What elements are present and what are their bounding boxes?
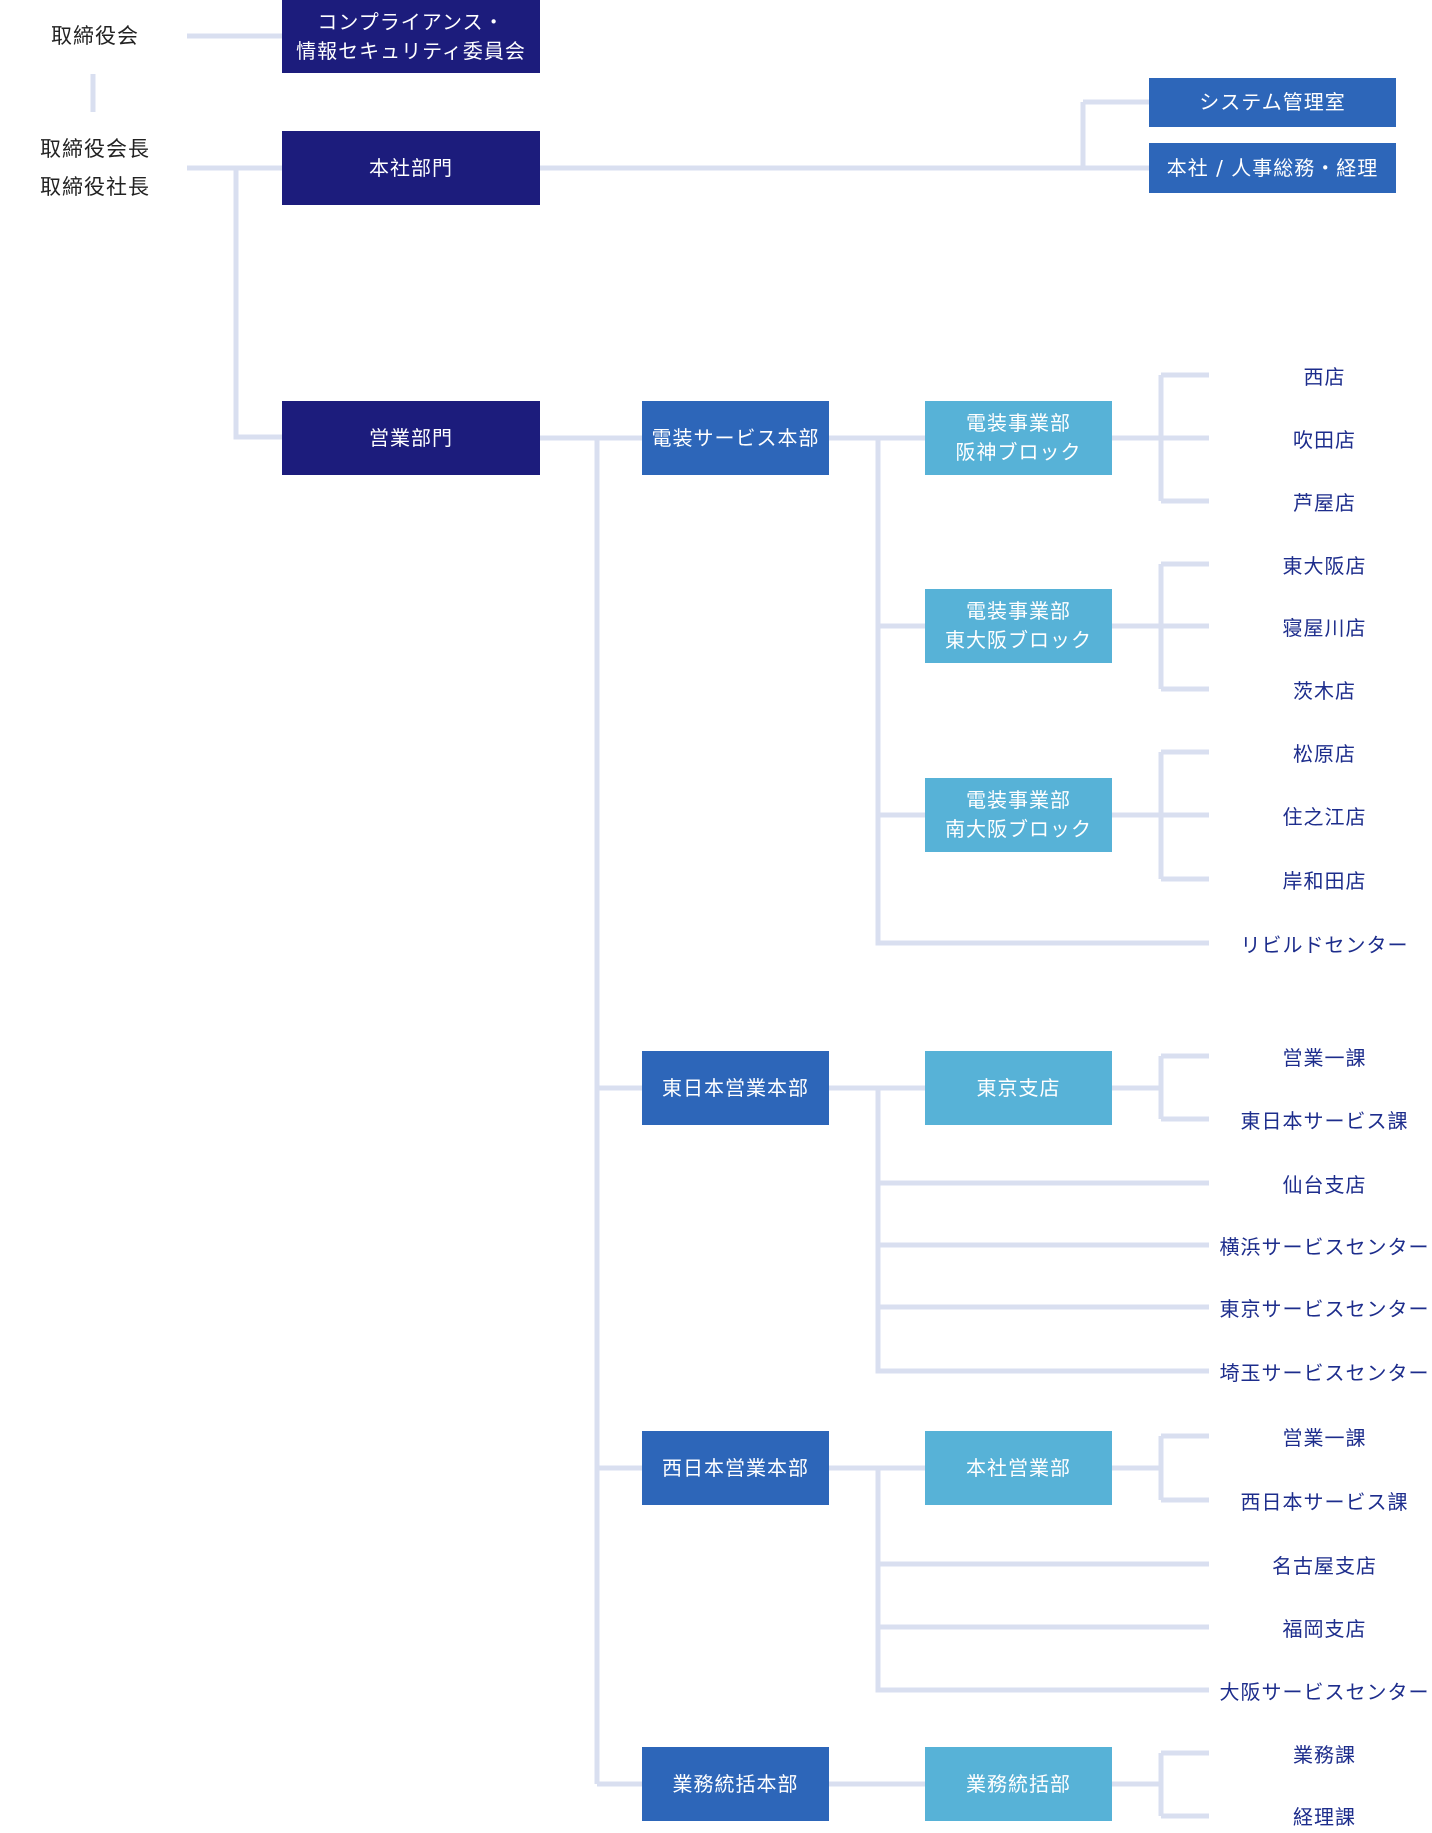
densou-hq-box: 電装サービス本部 <box>642 401 829 475</box>
hanshin-line-2: 阪神ブロック <box>955 440 1082 464</box>
unit-label: 大阪サービスセンター <box>1219 1679 1430 1704</box>
hq-admin-label: 本社 / 人事総務・経理 <box>1166 155 1379 180</box>
ops-hq-box: 業務統括本部 <box>642 1747 829 1821</box>
east-hq-box: 東日本営業本部 <box>642 1051 829 1125</box>
unit-label: 名古屋支店 <box>1272 1553 1377 1578</box>
unit-label: 西日本サービス課 <box>1240 1489 1409 1514</box>
system-office-box: システム管理室 <box>1149 78 1396 127</box>
hq-sales-dept-box: 本社営業部 <box>925 1431 1112 1505</box>
unit-label: 経理課 <box>1293 1804 1356 1829</box>
unit-label: 業務課 <box>1293 1742 1356 1767</box>
hq-admin-box: 本社 / 人事総務・経理 <box>1149 143 1396 193</box>
hq-division-box: 本社部門 <box>282 131 540 205</box>
tokyo-branch-label: 東京支店 <box>976 1075 1061 1100</box>
hanshin-block-box: 電装事業部 阪神ブロック <box>925 401 1112 475</box>
unit-label: 営業一課 <box>1282 1045 1367 1070</box>
unit-label: リビルドセンター <box>1240 932 1409 957</box>
densou-hq-label: 電装サービス本部 <box>651 425 820 450</box>
unit-label: 岸和田店 <box>1282 868 1367 893</box>
compliance-committee-box: コンプライアンス・ 情報セキュリティ委員会 <box>282 0 540 73</box>
hanshin-line-1: 電装事業部 <box>966 411 1071 435</box>
unit-label: 松原店 <box>1293 741 1356 766</box>
sales-division-label: 営業部門 <box>369 425 453 450</box>
unit-label: 芦屋店 <box>1293 490 1356 515</box>
connector <box>233 168 282 440</box>
ops-hq-label: 業務統括本部 <box>672 1771 799 1796</box>
president-label: 取締役社長 <box>40 175 150 199</box>
connector <box>875 1088 1209 1374</box>
minami-osaka-line-1: 電装事業部 <box>966 788 1071 812</box>
compliance-line-1: コンプライアンス・ <box>317 9 505 34</box>
unit-label: 横浜サービスセンター <box>1219 1234 1430 1259</box>
hq-division-label: 本社部門 <box>369 155 453 180</box>
higashi-osaka-block-box: 電装事業部 東大阪ブロック <box>925 589 1112 663</box>
unit-label: 茨木店 <box>1293 678 1356 703</box>
west-hq-box: 西日本営業本部 <box>642 1431 829 1505</box>
sales-division-box: 営業部門 <box>282 401 540 475</box>
unit-label: 西店 <box>1303 364 1346 389</box>
west-hq-label: 西日本営業本部 <box>662 1455 809 1480</box>
unit-label: 営業一課 <box>1282 1425 1367 1450</box>
system-office-label: システム管理室 <box>1199 90 1346 114</box>
ops-dept-box: 業務統括部 <box>925 1747 1112 1821</box>
hq-sales-dept-label: 本社営業部 <box>966 1455 1071 1480</box>
unit-label: 住之江店 <box>1282 804 1367 829</box>
higashi-osaka-line-1: 電装事業部 <box>966 599 1071 623</box>
tokyo-branch-box: 東京支店 <box>925 1051 1112 1125</box>
unit-label: 福岡支店 <box>1282 1616 1367 1641</box>
chairman-label: 取締役会長 <box>40 137 150 161</box>
unit-label: 仙台支店 <box>1282 1172 1367 1197</box>
ops-dept-label: 業務統括部 <box>966 1771 1071 1796</box>
unit-label: 東京サービスセンター <box>1219 1296 1430 1321</box>
unit-label: 寝屋川店 <box>1282 615 1367 640</box>
board-label: 取締役会 <box>51 24 139 48</box>
connector <box>875 1468 1209 1693</box>
compliance-line-2: 情報セキュリティ委員会 <box>296 38 526 63</box>
unit-label: 吹田店 <box>1293 427 1356 452</box>
executives-label: 取締役会長 取締役社長 <box>20 130 170 206</box>
connector <box>875 438 1209 946</box>
unit-label: 埼玉サービスセンター <box>1219 1360 1430 1385</box>
unit-label: 東大阪店 <box>1282 553 1367 578</box>
east-hq-label: 東日本営業本部 <box>662 1075 809 1100</box>
unit-label: 東日本サービス課 <box>1240 1108 1409 1133</box>
minami-osaka-block-box: 電装事業部 南大阪ブロック <box>925 778 1112 852</box>
higashi-osaka-line-2: 東大阪ブロック <box>945 628 1092 652</box>
minami-osaka-line-2: 南大阪ブロック <box>945 817 1092 841</box>
